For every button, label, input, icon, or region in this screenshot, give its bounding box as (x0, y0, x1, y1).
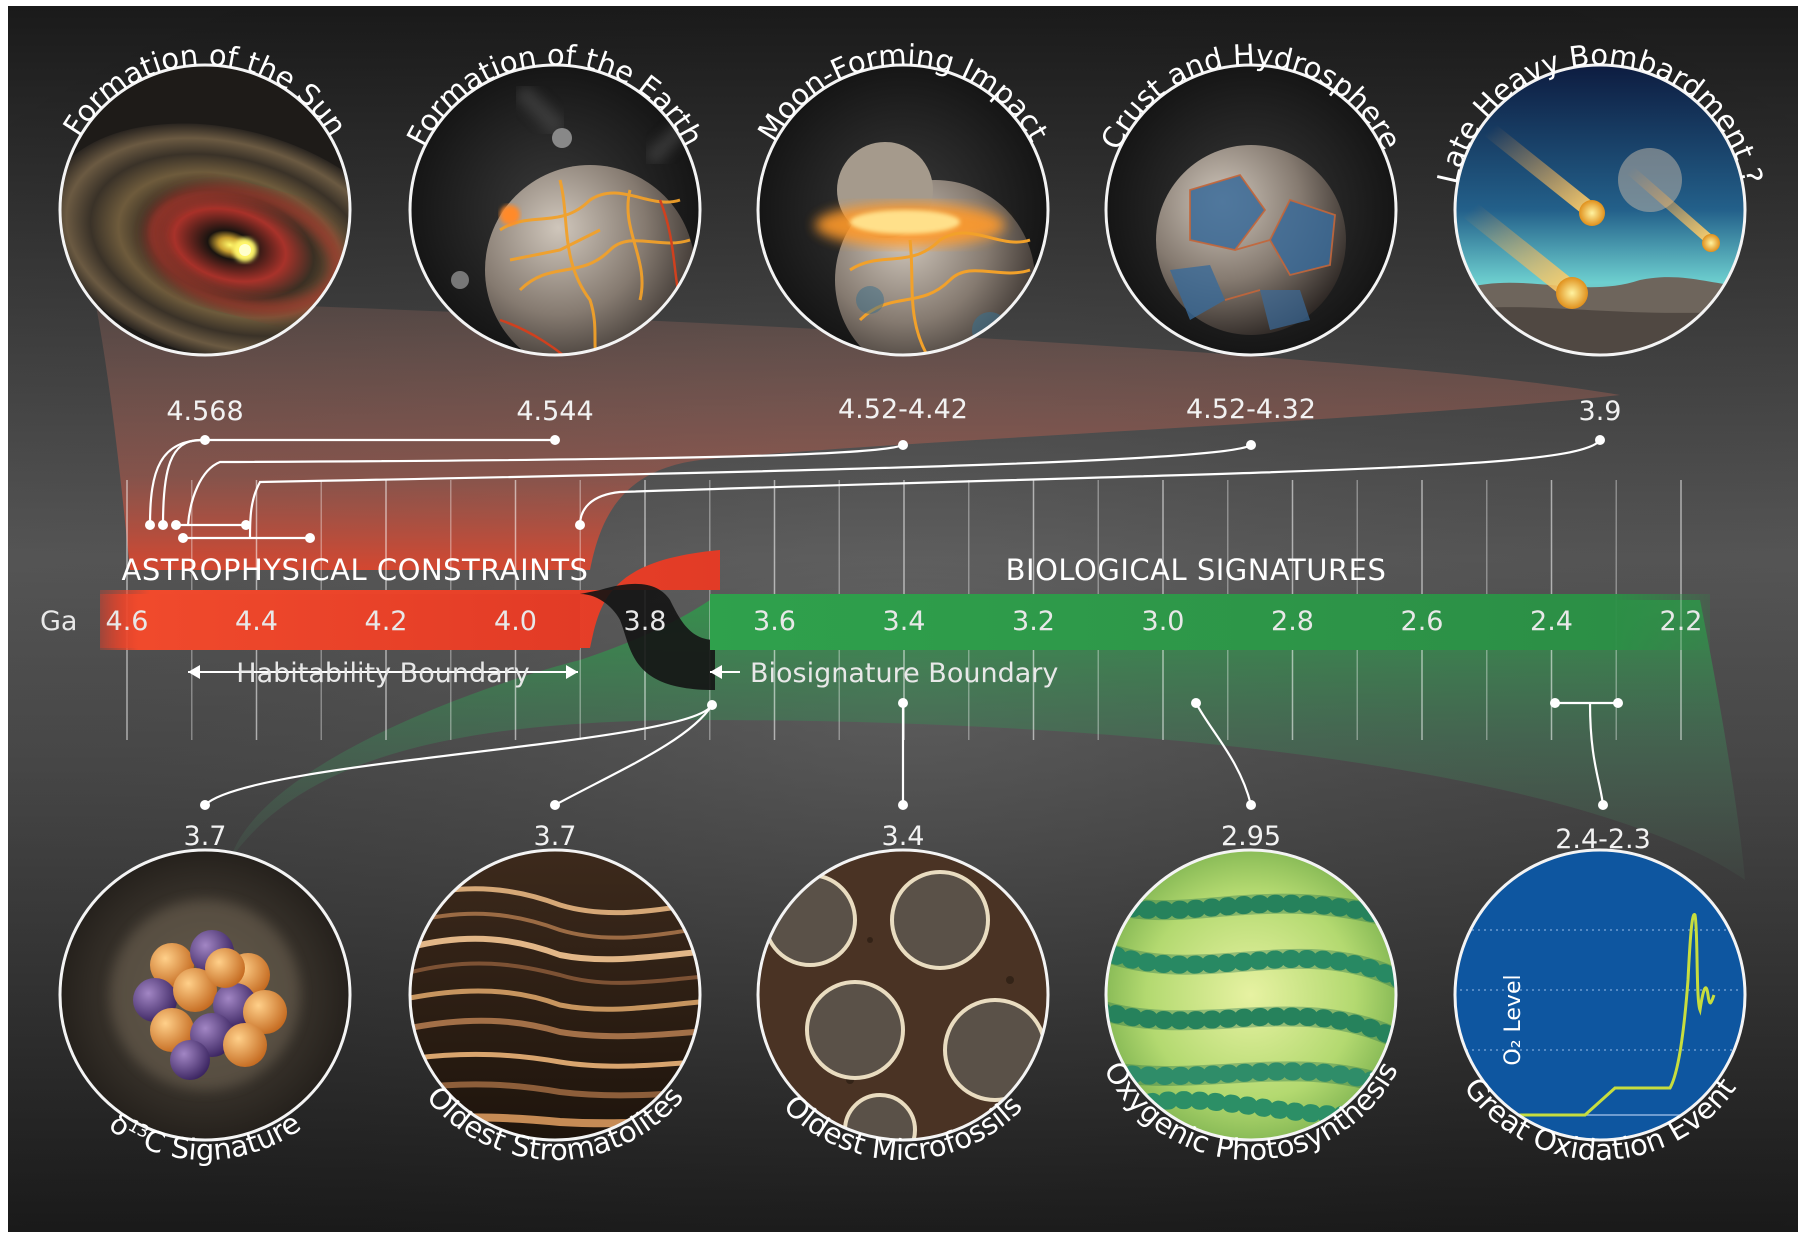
bottom-connectors (204, 701, 1618, 806)
biosignature-label: Biosignature Boundary (750, 658, 1058, 689)
axis-tick-label: 4.0 (494, 606, 537, 637)
bottom-connector-dots (200, 698, 1623, 810)
bottom-dates: 3.7 3.7 3.4 2.95 2.4-2.3 (184, 821, 1651, 855)
axis-tick-label: 4.6 (106, 606, 149, 637)
axis-tick-label: 3.8 (624, 606, 667, 637)
date-late-bombardment: 3.9 (1579, 396, 1622, 427)
axis-ticks: 4.6 4.4 4.2 4.0 3.8 3.6 3.4 3.2 3.0 2.8 2.6 2.4 2.2 (106, 606, 1703, 637)
axis-tick-label: 3.0 (1142, 606, 1185, 637)
date-stromatolites: 3.7 (534, 821, 577, 852)
axis-tick-label: 2.6 (1401, 606, 1444, 637)
axis-tick-label: 2.4 (1530, 606, 1573, 637)
date-formation-earth: 4.544 (516, 396, 593, 427)
date-crust-hydrosphere: 4.52-4.32 (1186, 394, 1316, 425)
date-microfossils: 3.4 (882, 821, 925, 852)
axis-tick-label: 2.8 (1271, 606, 1314, 637)
axis-tick-label: 3.4 (883, 606, 926, 637)
oxygen-curve-icon: O₂ Level (1453, 848, 1747, 1142)
bio-fan (230, 600, 1745, 880)
molten-earth-icon (408, 63, 702, 357)
astro-fan (95, 300, 1620, 570)
moon-impact-icon (756, 63, 1050, 357)
top-connectors (148, 438, 1601, 540)
biosignature-boundary: Biosignature Boundary (710, 658, 1058, 689)
axis-tick-label: 3.2 (1012, 606, 1055, 637)
cyanobacteria-filaments-icon (1104, 848, 1398, 1142)
top-connector-dots (145, 435, 1605, 543)
date-photosynthesis: 2.95 (1221, 821, 1281, 852)
axis-unit: Ga (40, 606, 77, 637)
carbon-nucleus-icon (58, 848, 352, 1142)
o2-level-label: O₂ Level (1501, 974, 1526, 1065)
crust-ocean-earth-icon (1104, 63, 1398, 357)
habitability-label: Habitability Boundary (236, 658, 529, 689)
astro-title: ASTROPHYSICAL CONSTRAINTS (122, 553, 589, 587)
date-moon-impact: 4.52-4.42 (838, 394, 968, 425)
axis-tick-label: 4.4 (235, 606, 278, 637)
axis-tick-label: 3.6 (753, 606, 796, 637)
axis-tick-label: 4.2 (365, 606, 408, 637)
date-formation-sun: 4.568 (166, 396, 243, 427)
axis-tick-label: 2.2 (1660, 606, 1703, 637)
top-dates: 4.568 4.544 4.52-4.42 4.52-4.32 3.9 (166, 394, 1621, 427)
bio-title: BIOLOGICAL SIGNATURES (1006, 553, 1387, 587)
date-c13: 3.7 (184, 821, 227, 852)
habitability-boundary: Habitability Boundary (188, 658, 578, 689)
